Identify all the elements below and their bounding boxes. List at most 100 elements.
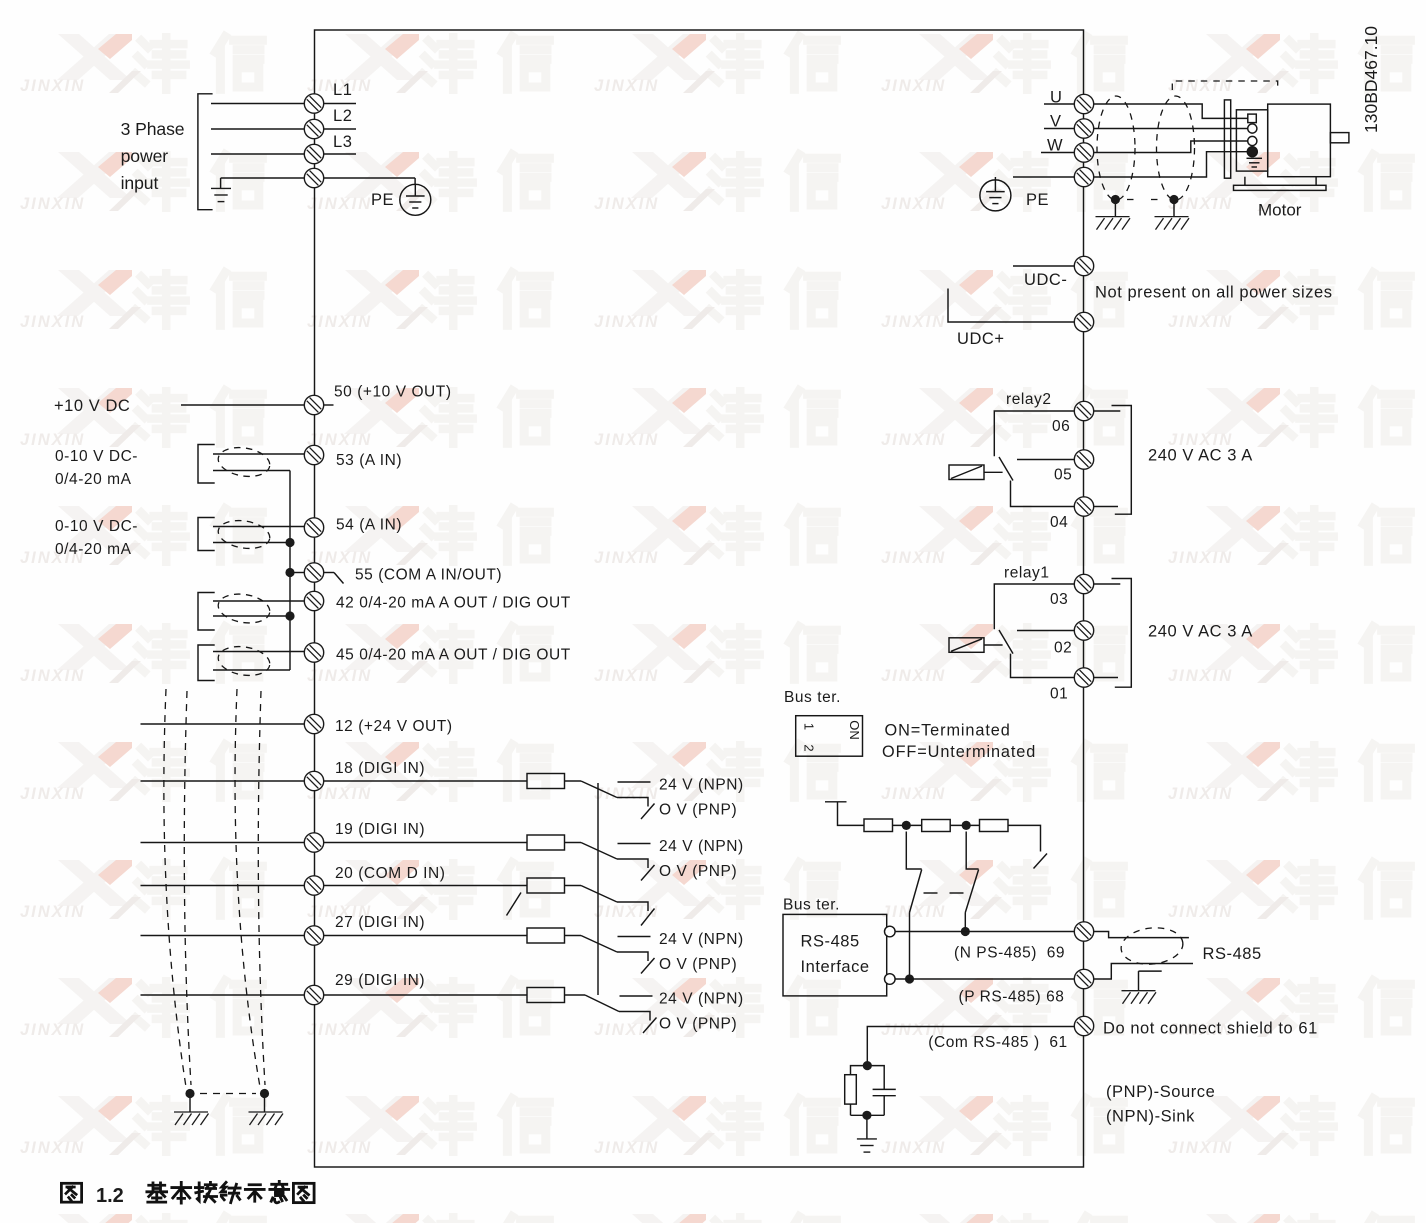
motor-ground-1 (1094, 215, 1131, 231)
watermark-logo-icon (631, 34, 706, 80)
terminal-55 (303, 562, 325, 583)
watermark-latin-text: JINXIN (881, 313, 946, 331)
watermark-latin-text: JINXIN (881, 785, 946, 803)
watermark-logo-icon (1205, 1096, 1280, 1142)
watermark-logo-icon (631, 1096, 706, 1142)
rc-ground (856, 1138, 878, 1153)
dc-bus-note: Not present on all power sizes (1095, 284, 1333, 302)
watermark-unit: JINXIN (594, 34, 836, 95)
watermark-latin-text: JINXIN (881, 77, 946, 95)
watermark-unit: JINXIN (594, 270, 836, 331)
watermark-unit: JINXIN (307, 1096, 549, 1157)
terminal-PE-out (1073, 166, 1095, 188)
label-udc-plus: UDC+ (957, 330, 1005, 348)
terminal-12 (303, 713, 325, 735)
watermark-logo-icon (57, 270, 132, 316)
watermark-unit: JINXIN (20, 388, 262, 449)
watermark-unit: JINXIN (307, 388, 549, 449)
rs485-box-line1: RS-485 (801, 933, 860, 951)
watermark-logo-icon (918, 152, 993, 198)
watermark-logo-icon (57, 34, 132, 80)
watermark-unit: JINXIN (881, 624, 1123, 685)
rs485-shield-note: Do not connect shield to 61 (1103, 1020, 1318, 1038)
digital-wiring (140, 723, 658, 1034)
terminal-01 (1073, 667, 1095, 688)
terminal-68 (1073, 968, 1095, 990)
watermark-latin-text: JINXIN (594, 667, 659, 685)
label-PE-in: PE (371, 191, 394, 209)
watermark-latin-text: JINXIN (20, 1139, 85, 1157)
rs485-bus-label: RS-485 (1203, 945, 1262, 963)
watermark-latin-text: JINXIN (307, 667, 372, 685)
caption-full-text: 图 1.2 基本接线示意图 (60, 1184, 259, 1207)
watermark-logo-icon (631, 152, 706, 198)
watermark-unit: JINXIN (594, 388, 836, 449)
terminal-W (1073, 142, 1095, 163)
motor-terminal-stubs (994, 103, 1075, 180)
watermark-latin-text: JINXIN (1168, 313, 1233, 331)
terminal-UDC-plus (1073, 311, 1095, 333)
watermark-logo-icon (918, 270, 993, 316)
motor-symbol (1223, 99, 1350, 192)
watermark-logo-icon (57, 978, 132, 1024)
relay1-label: relay1 (1004, 565, 1050, 582)
watermark-unit: JINXIN (307, 860, 549, 921)
watermark-logo-icon (1205, 978, 1280, 1024)
relay2-t05: 05 (1054, 467, 1072, 484)
watermark-unit: JINXIN (307, 506, 549, 567)
watermark-logo-icon (631, 506, 706, 552)
relay2-rating: 240 V AC 3 A (1148, 447, 1253, 465)
watermark-logo-icon (918, 34, 993, 80)
t29-pnp: O V (PNP) (659, 1016, 737, 1033)
watermark-unit: JINXIN (881, 506, 1123, 567)
label-t53: 53 (A IN) (336, 452, 402, 469)
t18-npn: 24 V (NPN) (659, 777, 744, 794)
label-t18: 18 (DIGI IN) (335, 760, 425, 777)
motor-cable-drain-dots (1110, 194, 1179, 205)
label-udc-minus: UDC- (1024, 271, 1067, 289)
terminal-45 (303, 642, 325, 663)
terminal-PE-in (303, 167, 325, 189)
t29-npn: 24 V (NPN) (659, 991, 744, 1008)
watermark-unit: JINXIN (594, 978, 836, 1039)
relay1-t03: 03 (1050, 591, 1068, 608)
rs485-cable-shield (1120, 927, 1184, 965)
relay1-t02: 02 (1054, 640, 1072, 657)
watermark-unit: JINXIN (1168, 742, 1410, 803)
watermark-unit: JINXIN (307, 270, 549, 331)
watermark-latin-text: JINXIN (20, 785, 85, 803)
watermark-unit: JINXIN (594, 506, 836, 567)
watermark-unit: JINXIN (918, 1214, 1123, 1223)
watermark-unit: JINXIN (1168, 270, 1410, 331)
watermark-logo-icon (918, 624, 993, 670)
dc-bus-wiring (947, 265, 1075, 323)
terminal-04 (1073, 496, 1095, 517)
watermark-unit: JINXIN (307, 152, 549, 213)
watermark-latin-text: JINXIN (20, 195, 85, 213)
terminal-19 (303, 832, 325, 853)
watermark-unit: JINXIN (20, 152, 262, 213)
control-cable-shields (163, 688, 266, 1095)
t27-pnp: O V (PNP) (659, 956, 737, 973)
watermark-latin-text: JINXIN (1168, 431, 1233, 449)
power-input-wiring (197, 93, 305, 211)
terminal-L1 (303, 93, 325, 114)
bus-ter-header-1: Bus ter. (784, 689, 841, 706)
label-V: V (1050, 113, 1062, 131)
watermark-unit: JINXIN (20, 506, 262, 567)
watermark-latin-text: JINXIN (594, 1139, 659, 1157)
power-input-label-2: power (121, 146, 169, 166)
analog-in2-l2: 0/4-20 mA (55, 541, 132, 558)
analog-in2-l1: 0-10 V DC- (55, 518, 138, 535)
dip-1: 1 (802, 723, 817, 730)
watermark-unit: JINXIN (594, 1096, 836, 1157)
watermark-unit: JINXIN (1168, 978, 1410, 1039)
power-terminal-stubs (323, 102, 416, 185)
watermark-logo-icon (57, 742, 132, 788)
terminal-53 (303, 444, 325, 466)
watermark-unit: JINXIN (594, 152, 836, 213)
relay2-t04: 04 (1050, 514, 1068, 531)
doc-code: 130BD467.10 (1361, 26, 1381, 133)
watermark-unit: JINXIN (20, 860, 262, 921)
